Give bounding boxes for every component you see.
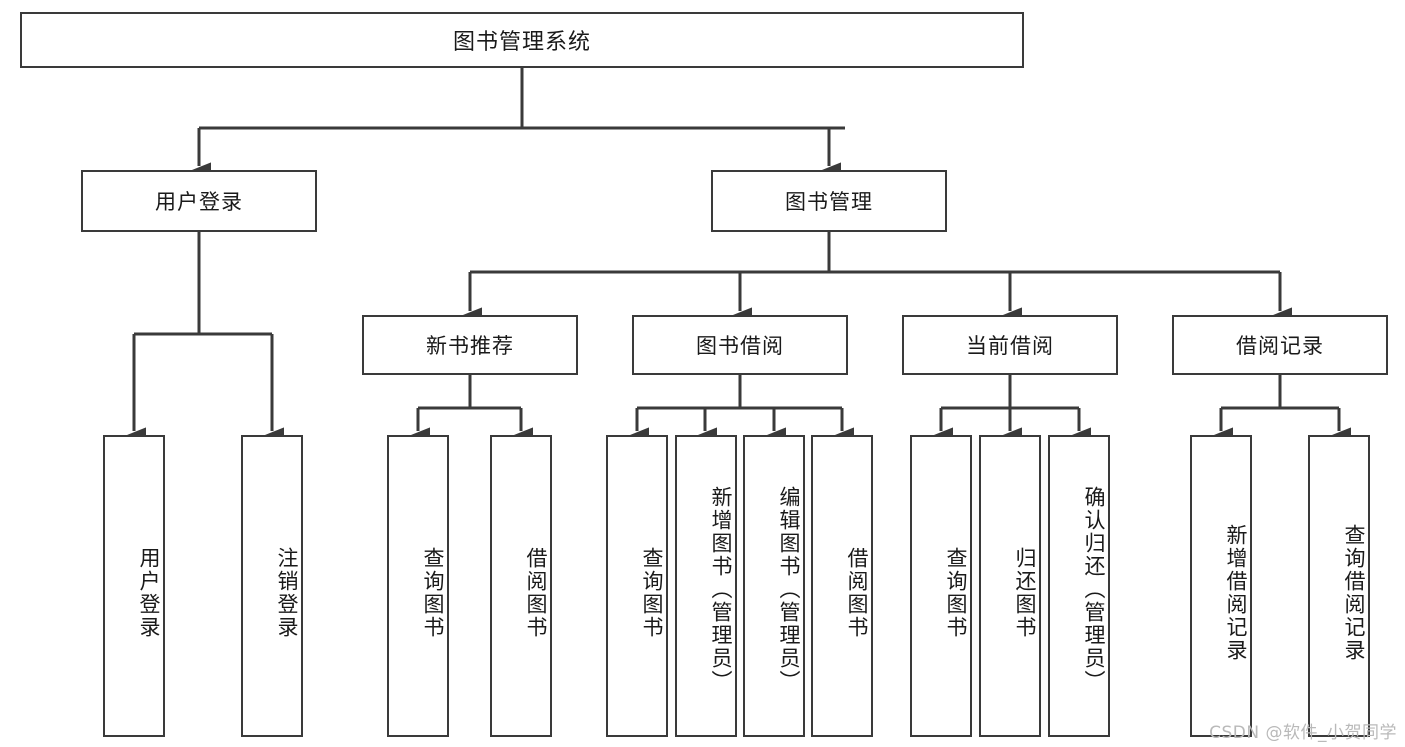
node-current-borrow[interactable]: 当前借阅 (902, 315, 1118, 375)
leaf-logout-login[interactable]: 注销登录 (241, 435, 303, 737)
leaf-add-borrow-record[interactable]: 新增借阅记录 (1190, 435, 1252, 737)
leaf-borrow-book-recommend[interactable]: 借阅图书 (490, 435, 552, 737)
node-book-management[interactable]: 图书管理 (711, 170, 947, 232)
node-new-book-recommend[interactable]: 新书推荐 (362, 315, 578, 375)
watermark: CSDN @软件_小贺同学 (1209, 723, 1397, 743)
node-book-borrow[interactable]: 图书借阅 (632, 315, 848, 375)
leaf-add-book-admin[interactable]: 新增图书（管理员） (675, 435, 737, 737)
node-borrow-record[interactable]: 借阅记录 (1172, 315, 1388, 375)
leaf-query-book-borrow[interactable]: 查询图书 (606, 435, 668, 737)
leaf-confirm-return-admin[interactable]: 确认归还（管理员） (1048, 435, 1110, 737)
leaf-edit-book-admin[interactable]: 编辑图书（管理员） (743, 435, 805, 737)
leaf-borrow-book-borrow[interactable]: 借阅图书 (811, 435, 873, 737)
leaf-user-login[interactable]: 用户登录 (103, 435, 165, 737)
leaf-query-book-recommend[interactable]: 查询图书 (387, 435, 449, 737)
node-user-login[interactable]: 用户登录 (81, 170, 317, 232)
leaf-query-book-current[interactable]: 查询图书 (910, 435, 972, 737)
leaf-query-borrow-record[interactable]: 查询借阅记录 (1308, 435, 1370, 737)
node-root-system[interactable]: 图书管理系统 (20, 12, 1024, 68)
leaf-return-book[interactable]: 归还图书 (979, 435, 1041, 737)
